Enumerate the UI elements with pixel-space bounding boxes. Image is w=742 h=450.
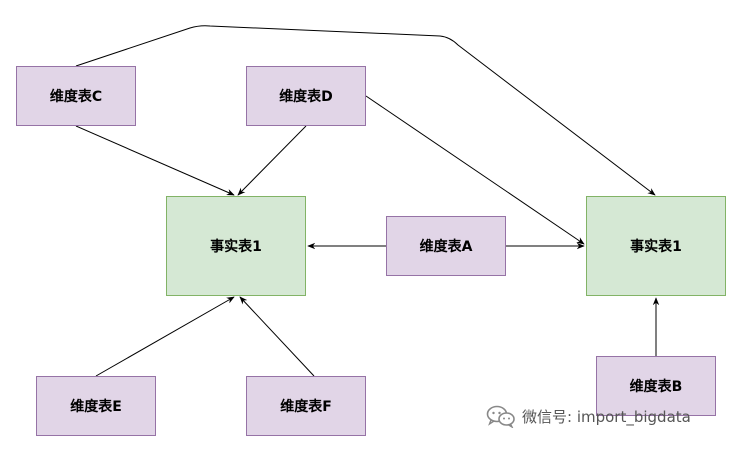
dimension-table-a-label: 维度表A [419, 239, 473, 255]
dimension-table-f[interactable]: 维度表F [246, 376, 366, 436]
dimension-table-f-label: 维度表F [280, 399, 332, 415]
dimension-table-e[interactable]: 维度表E [36, 376, 156, 436]
edge-d-to-fact-left [237, 125, 307, 196]
fact-table-left[interactable]: 事实表1 [166, 196, 306, 296]
dimension-table-b[interactable]: 维度表B [596, 356, 716, 416]
watermark-text: 微信号: import_bigdata [522, 407, 691, 426]
edge-e-to-fact-left [95, 296, 235, 377]
fact-table-right[interactable]: 事实表1 [586, 196, 726, 296]
fact-table-right-label: 事实表1 [630, 239, 682, 255]
watermark: 微信号: import_bigdata [486, 403, 691, 429]
dimension-table-d[interactable]: 维度表D [246, 66, 366, 126]
edge-f-to-fact-left [239, 296, 315, 377]
dimension-table-b-label: 维度表B [629, 379, 683, 395]
dimension-table-c-label: 维度表C [49, 89, 103, 105]
fact-table-left-label: 事实表1 [210, 239, 262, 255]
dimension-table-e-label: 维度表E [70, 399, 122, 415]
edge-c-to-fact-right [75, 25, 656, 196]
edge-c-to-fact-left [75, 125, 235, 196]
edge-d-to-fact-right [365, 95, 585, 245]
dimension-table-c[interactable]: 维度表C [16, 66, 136, 126]
dimension-table-d-label: 维度表D [279, 89, 333, 105]
dimension-table-a[interactable]: 维度表A [386, 216, 506, 276]
wechat-icon [486, 404, 516, 428]
